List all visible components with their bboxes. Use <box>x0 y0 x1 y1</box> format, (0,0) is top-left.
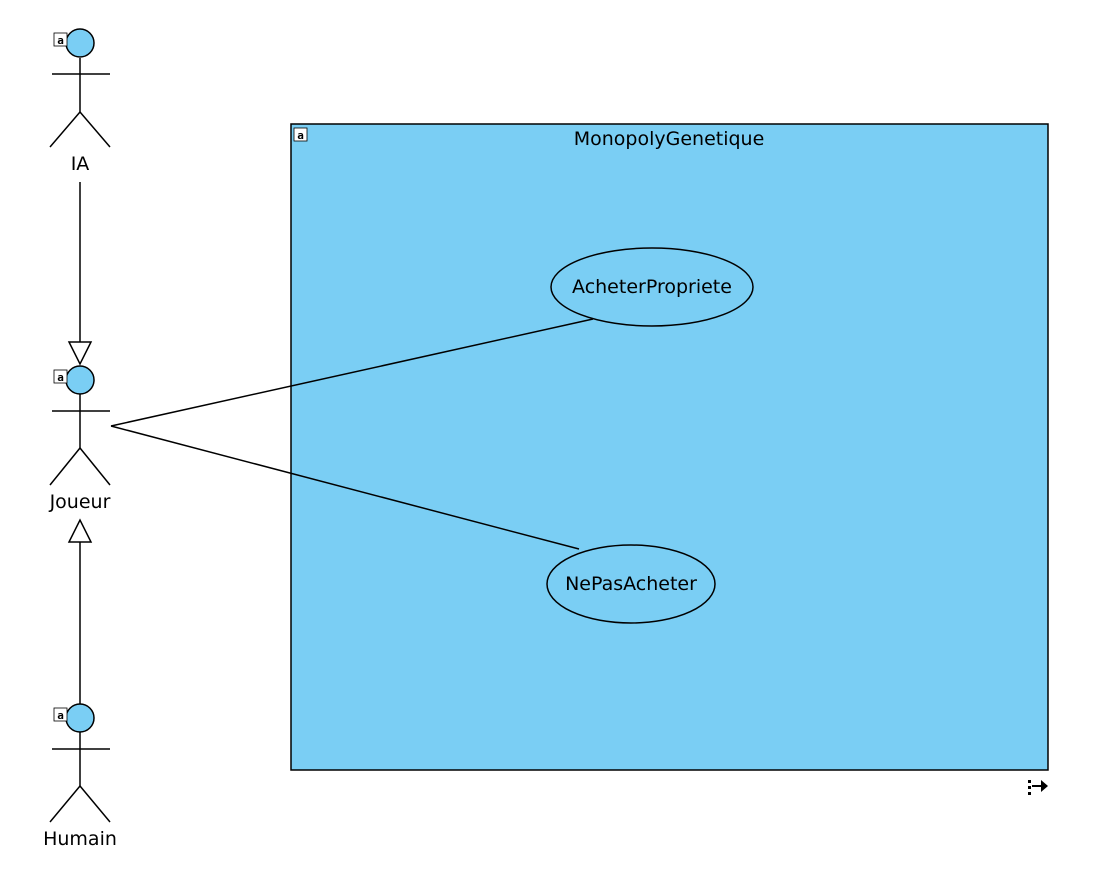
actor-label: Joueur <box>49 491 111 513</box>
association-joueur-nepas[interactable] <box>110 425 580 550</box>
actor-humain[interactable]: a Humain <box>43 703 117 850</box>
system-box <box>290 123 1049 771</box>
use-case-ne-pas-acheter[interactable]: NePasAcheter <box>546 544 716 624</box>
association-joueur-acheter[interactable] <box>110 318 594 427</box>
actor-head <box>65 703 95 733</box>
generalization-ia-joueur[interactable] <box>67 182 93 366</box>
system-boundary[interactable]: a MonopolyGenetique <box>290 123 1049 771</box>
actor-joueur[interactable]: a Joueur <box>49 365 111 513</box>
actor-head <box>65 365 95 395</box>
system-stereotype-icon: a <box>293 127 308 142</box>
system-title: MonopolyGenetique <box>574 128 765 150</box>
use-case-ellipse <box>546 544 716 624</box>
use-case-label: AcheterPropriete <box>572 276 732 298</box>
actor-head <box>65 28 95 58</box>
generalization-arrowhead <box>67 341 93 366</box>
generalization-humain-joueur[interactable] <box>67 518 93 704</box>
actor-ia[interactable]: a IA <box>49 28 111 175</box>
svg-text:a: a <box>57 371 64 384</box>
resize-handle-icon[interactable] <box>1028 780 1048 795</box>
actor-label: IA <box>71 153 90 175</box>
actor-stereotype-icon: a <box>53 369 68 384</box>
actor-stereotype-icon: a <box>53 707 68 722</box>
actor-stereotype-icon: a <box>53 32 68 47</box>
svg-text:a: a <box>57 34 64 47</box>
actor-label: Humain <box>43 828 117 850</box>
use-case-label: NePasAcheter <box>565 573 697 595</box>
use-case-acheter-propriete[interactable]: AcheterPropriete <box>550 247 754 327</box>
generalization-arrowhead <box>67 518 93 543</box>
svg-text:a: a <box>57 709 64 722</box>
use-case-ellipse <box>550 247 754 327</box>
svg-text:a: a <box>297 129 304 142</box>
